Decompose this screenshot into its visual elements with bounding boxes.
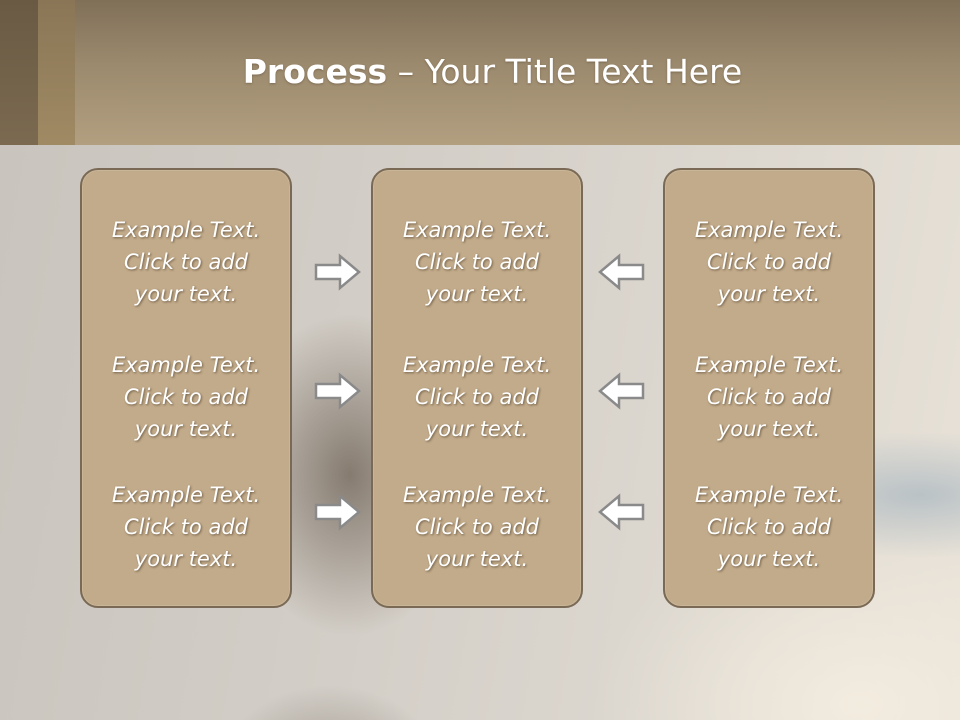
title-rest: – Your Title Text Here (387, 52, 743, 91)
slide-title[interactable]: Process – Your Title Text Here (0, 52, 960, 91)
text-placeholder[interactable]: Example Text. Click to add your text. (111, 483, 261, 571)
text-placeholder[interactable]: Example Text. Click to add your text. (694, 353, 844, 441)
text-placeholder[interactable]: Example Text. Click to add your text. (402, 483, 552, 571)
process-box-left[interactable]: Example Text. Click to add your text. Ex… (80, 168, 292, 608)
arrow-right-icon (314, 493, 361, 531)
text-placeholder[interactable]: Example Text. Click to add your text. (694, 218, 844, 306)
arrow-left-icon (598, 493, 645, 531)
process-box-right[interactable]: Example Text. Click to add your text. Ex… (663, 168, 875, 608)
text-placeholder[interactable]: Example Text. Click to add your text. (694, 483, 844, 571)
header-corner-block-dark (0, 0, 38, 145)
header-corner-block-light (38, 0, 75, 145)
arrow-right-icon (314, 253, 361, 291)
title-bold: Process (242, 52, 388, 91)
text-placeholder[interactable]: Example Text. Click to add your text. (402, 353, 552, 441)
text-placeholder[interactable]: Example Text. Click to add your text. (111, 353, 261, 441)
arrow-left-icon (598, 253, 645, 291)
text-placeholder[interactable]: Example Text. Click to add your text. (402, 218, 552, 306)
arrow-left-icon (598, 372, 645, 410)
header-band: Process – Your Title Text Here (0, 0, 960, 145)
process-box-center[interactable]: Example Text. Click to add your text. Ex… (371, 168, 583, 608)
text-placeholder[interactable]: Example Text. Click to add your text. (111, 218, 261, 306)
arrow-right-icon (314, 372, 361, 410)
